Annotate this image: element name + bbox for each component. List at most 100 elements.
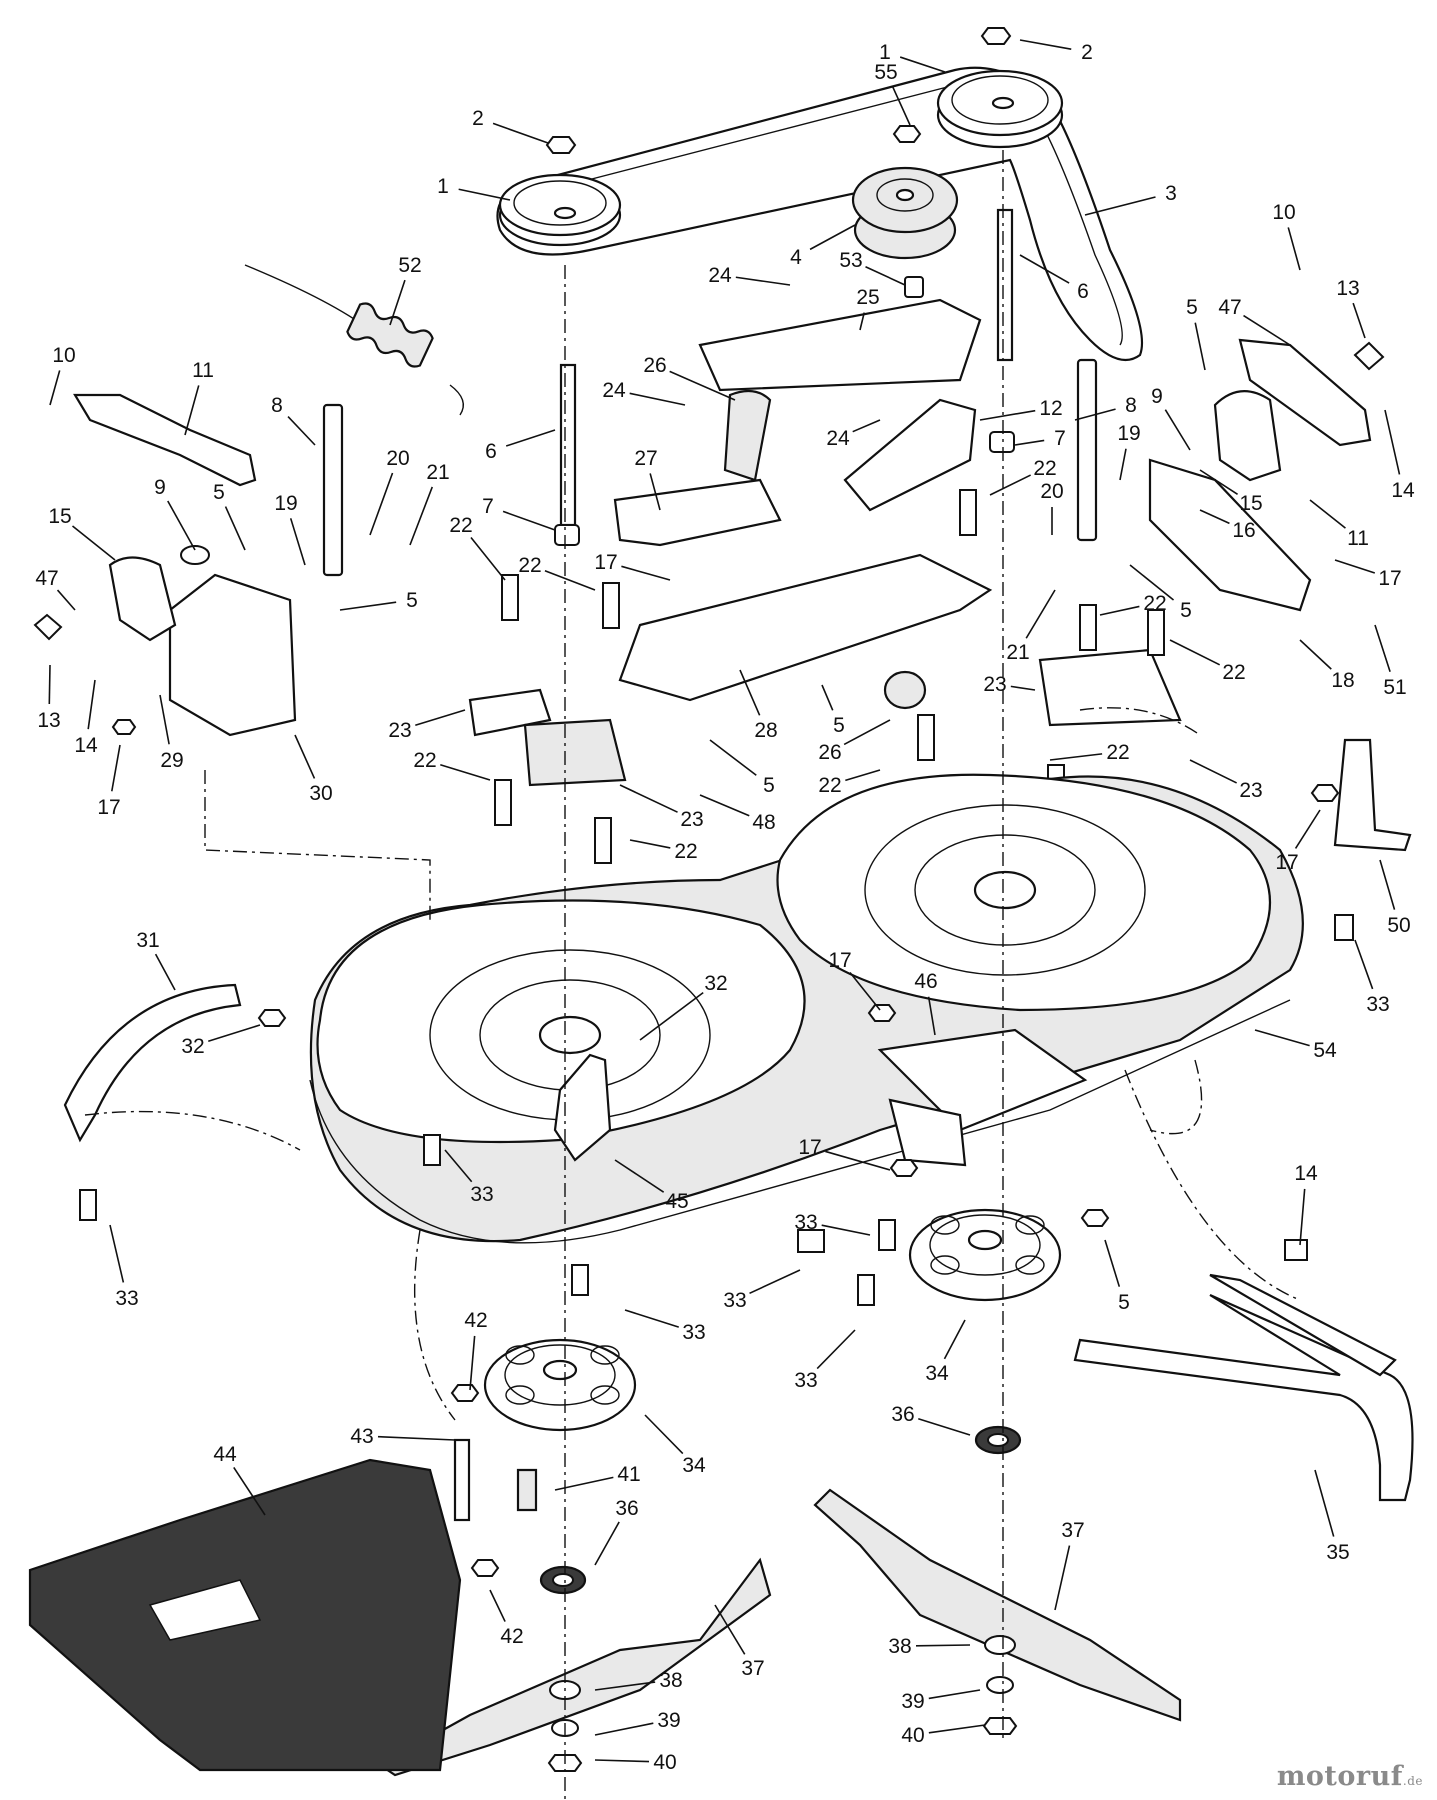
bolts-22	[494, 489, 1165, 864]
callout-number: 15	[1239, 492, 1262, 515]
callout-number: 32	[181, 1035, 204, 1058]
callout-leader	[735, 276, 791, 286]
callout-number: 21	[426, 461, 449, 484]
callout-41: 41	[554, 1463, 641, 1491]
left-linkage-assembly	[33, 393, 344, 737]
callout-33: 33	[1354, 939, 1390, 1016]
callout-number: 16	[1232, 519, 1255, 542]
callout-number: 21	[1006, 641, 1029, 664]
callout-number: 10	[1272, 201, 1295, 224]
callout-leader	[1019, 254, 1070, 284]
callout-leader	[629, 839, 671, 849]
callout-number: 33	[794, 1211, 817, 1234]
callout-leader	[492, 122, 549, 144]
callout-leader	[859, 312, 866, 331]
callout-leader	[1025, 589, 1056, 639]
callout-44: 44	[213, 1443, 266, 1516]
callout-leader	[621, 565, 671, 581]
watermark-suffix: .de	[1402, 1774, 1423, 1788]
callout-17: 17	[828, 949, 881, 1011]
callout-number: 17	[828, 949, 851, 972]
torsion-spring-26	[723, 389, 772, 482]
callout-leader	[918, 1418, 971, 1436]
callout-number: 47	[1218, 296, 1241, 319]
callout-leader	[1129, 564, 1175, 601]
callout-22: 22	[629, 839, 698, 863]
spring-52	[244, 264, 464, 416]
spindle-left	[559, 363, 577, 527]
callout-leader	[1194, 322, 1206, 371]
callout-leader	[154, 953, 176, 991]
callout-number: 1	[437, 175, 449, 198]
callout-number: 19	[1117, 422, 1140, 445]
callout-number: 40	[901, 1724, 924, 1747]
callout-number: 11	[1347, 527, 1369, 550]
callout-number: 22	[449, 514, 472, 537]
callout-number: 5	[763, 774, 775, 797]
callout-25: 25	[856, 286, 880, 331]
callout-leader	[109, 1224, 125, 1283]
callout-number: 33	[115, 1287, 138, 1310]
callout-number: 33	[1366, 993, 1389, 1016]
callout-leader	[49, 370, 61, 406]
callout-number: 17	[97, 796, 120, 819]
callout-number: 47	[35, 567, 58, 590]
callout-17: 17	[798, 1136, 891, 1171]
blade-37-left	[377, 1557, 772, 1777]
callout-number: 36	[615, 1497, 638, 1520]
callout-8: 8	[1074, 394, 1137, 421]
callout-leader	[1287, 227, 1301, 271]
callout-number: 6	[1077, 280, 1089, 303]
callout-22: 22	[1049, 741, 1130, 764]
callout-number: 24	[826, 427, 850, 450]
callout-33: 33	[109, 1224, 139, 1310]
callout-20: 20	[1040, 480, 1064, 535]
callout-number: 9	[154, 476, 166, 499]
callout-number: 29	[160, 749, 183, 772]
callout-34: 34	[644, 1414, 706, 1477]
callout-number: 48	[752, 811, 775, 834]
callout-number: 5	[213, 481, 225, 504]
bracket-46-lower	[888, 1098, 967, 1167]
callout-leader	[915, 1644, 971, 1647]
callout-leader	[389, 279, 406, 326]
deflector-arc-31	[63, 983, 242, 1143]
callout-leader	[159, 694, 170, 745]
callout-number: 24	[708, 264, 732, 287]
callout-37: 37	[1054, 1519, 1085, 1611]
callout-number: 18	[1331, 669, 1354, 692]
washer-9-left	[180, 545, 210, 565]
callout-20: 20	[369, 447, 410, 536]
blade-fasteners-right	[982, 1635, 1018, 1735]
nut-2-left	[545, 136, 577, 154]
callout-number: 34	[925, 1362, 949, 1385]
callout-6: 6	[1019, 254, 1089, 303]
callout-leader	[224, 506, 246, 551]
callout-9: 9	[154, 476, 196, 551]
watermark-logo: motoruf.de	[1277, 1761, 1423, 1792]
callout-15: 15	[1199, 469, 1263, 515]
callout-number: 28	[754, 719, 777, 742]
blade-hub-34-right	[908, 1208, 1062, 1302]
callout-number: 10	[52, 344, 75, 367]
callout-17: 17	[1275, 809, 1321, 874]
callout-number: 15	[48, 505, 71, 528]
callout-39: 39	[594, 1709, 681, 1736]
callout-number: 26	[643, 354, 666, 377]
callout-22: 22	[989, 457, 1057, 496]
callout-leader	[470, 536, 506, 581]
callout-leader	[1074, 408, 1116, 421]
callout-5: 5	[1186, 296, 1206, 371]
spacer-53	[904, 276, 924, 298]
callout-28: 28	[739, 669, 778, 742]
callout-leader	[554, 1476, 614, 1491]
callout-leader	[339, 601, 397, 611]
discharge-chute	[28, 1438, 538, 1772]
callout-leader	[1169, 639, 1221, 666]
callout-number: 20	[386, 447, 409, 470]
callout-27: 27	[634, 447, 661, 511]
callout-leader	[1084, 196, 1156, 216]
callout-number: 30	[309, 782, 332, 805]
callout-47: 47	[1218, 296, 1291, 346]
